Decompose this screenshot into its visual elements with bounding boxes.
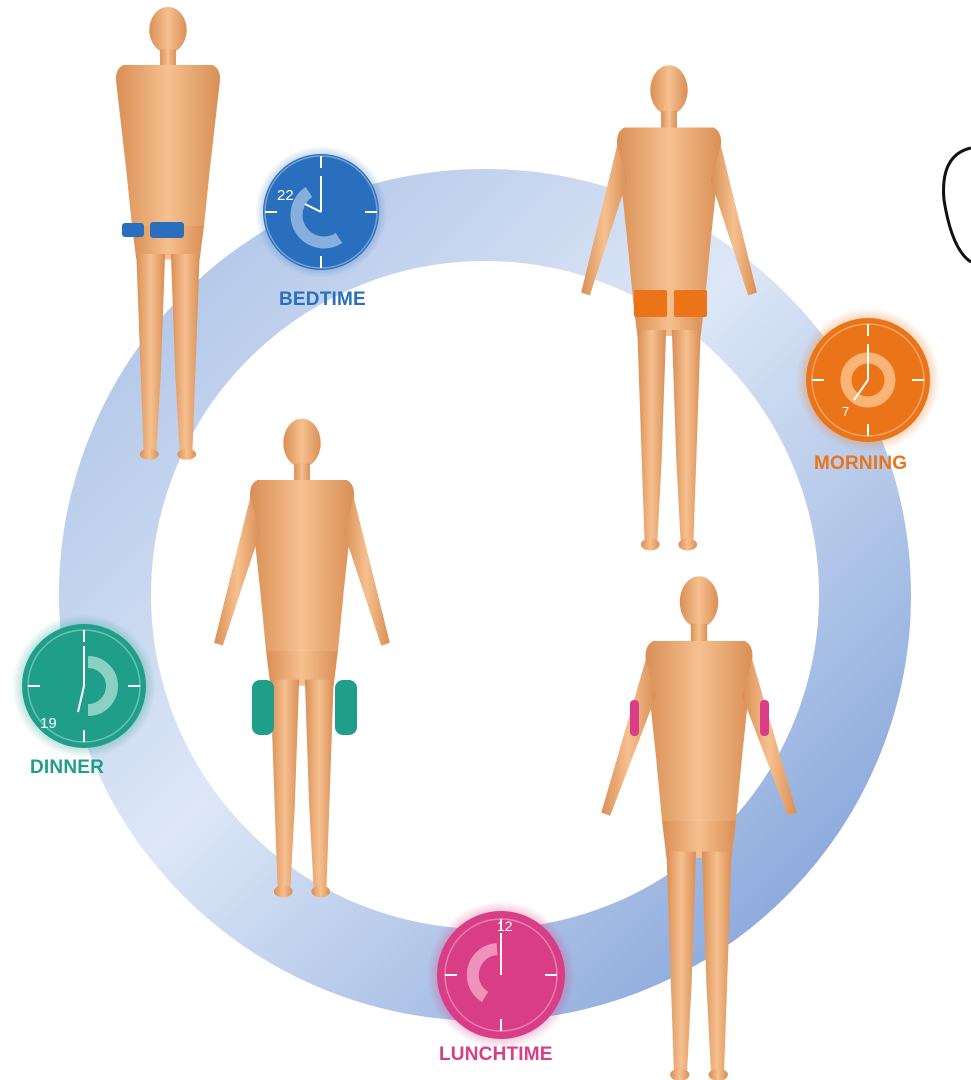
- lunchtime-clock-number: 12: [497, 918, 513, 934]
- cycle-ring: [105, 215, 865, 975]
- bedtime-clock: 22: [255, 146, 387, 278]
- lunchtime-clock: 12: [427, 901, 575, 1049]
- morning-clock: 7: [796, 308, 940, 452]
- dinner-label: DINNER: [30, 757, 104, 779]
- thigh-injection-site: [252, 680, 357, 735]
- bedtime-clock-number: 22: [277, 187, 294, 204]
- dinner-clock-number: 19: [40, 715, 57, 732]
- morning-clock-number: 7: [842, 404, 849, 419]
- dinner-clock: 19: [12, 614, 156, 758]
- edge-ellipse: [944, 148, 971, 262]
- bedtime-label: BEDTIME: [279, 289, 366, 311]
- lunchtime-label: LUNCHTIME: [439, 1044, 553, 1066]
- morning-label: MORNING: [814, 453, 907, 475]
- buttocks-injection-site: [122, 222, 184, 238]
